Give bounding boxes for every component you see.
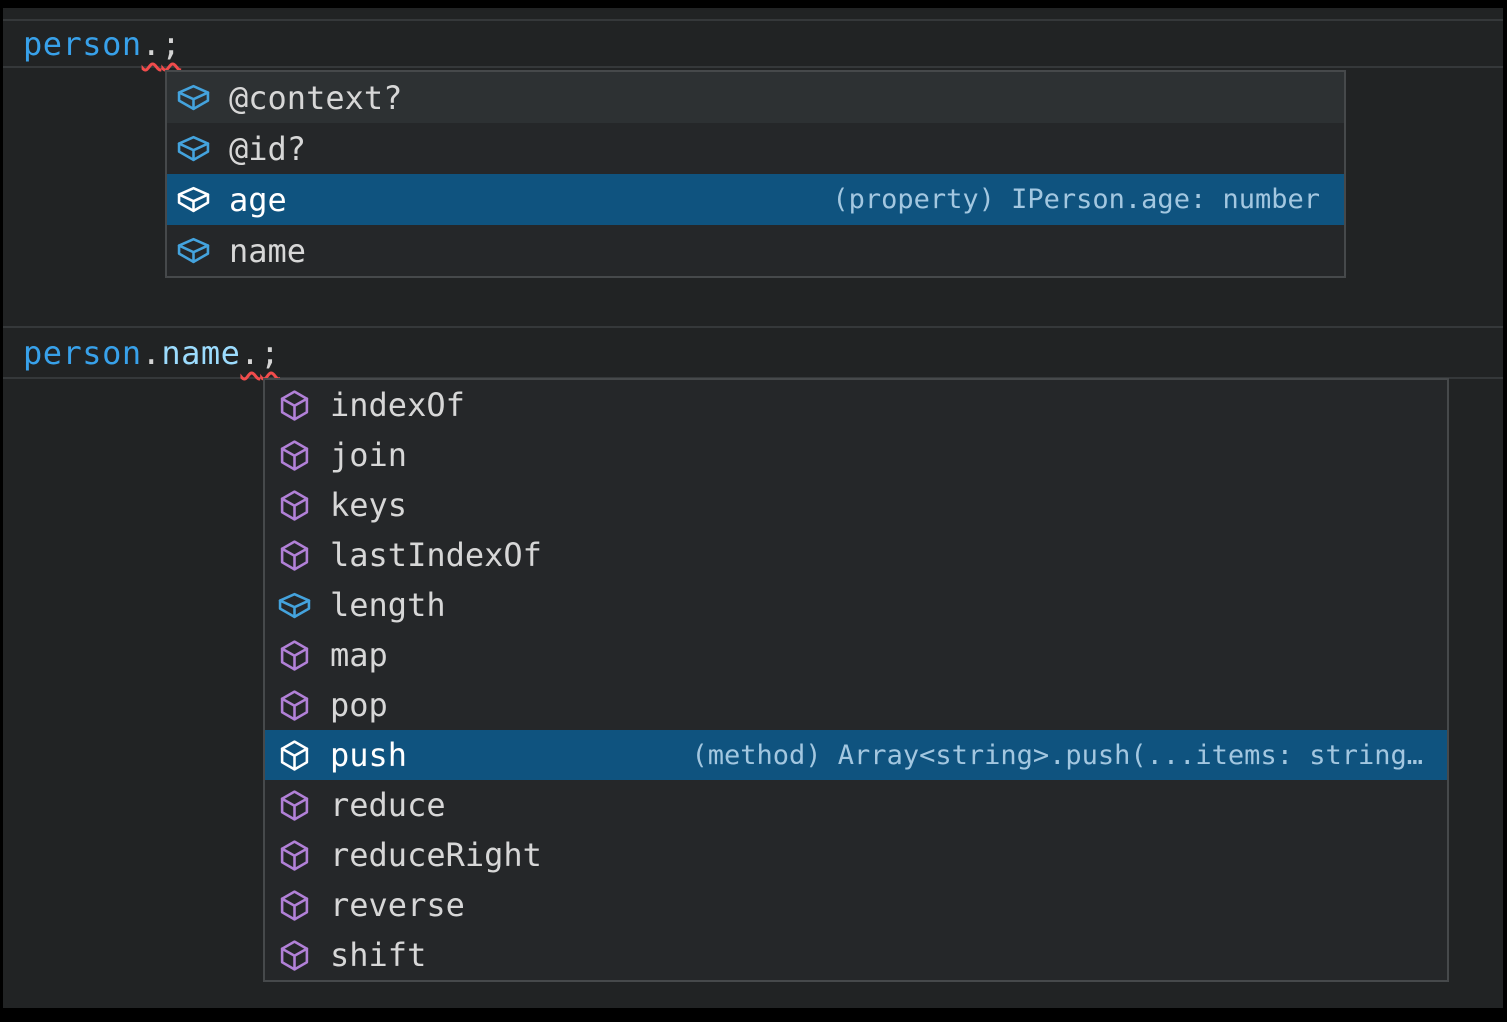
suggestion-item[interactable]: indexOf: [265, 380, 1447, 430]
suggestion-label: @context?: [229, 78, 403, 117]
symbol-field-icon: [177, 234, 210, 267]
suggestion-item[interactable]: keys: [265, 480, 1447, 530]
symbol-method-icon: [278, 689, 311, 722]
suggestion-item[interactable]: lastIndexOf: [265, 530, 1447, 580]
symbol-method-icon: [278, 389, 311, 422]
symbol-method-icon: [278, 939, 311, 972]
code-line-1[interactable]: person.;: [23, 21, 181, 66]
suggestion-item[interactable]: shift: [265, 930, 1447, 980]
suggestion-item[interactable]: push (method) Array<string>.push(...items…: [265, 730, 1447, 780]
code-token: .: [141, 333, 162, 372]
code-line-2[interactable]: person.name.;: [23, 328, 280, 377]
suggestion-label: @id?: [229, 129, 307, 168]
suggestion-item[interactable]: name: [167, 225, 1344, 276]
suggestion-label: join: [330, 436, 408, 474]
suggestion-label: lastIndexOf: [330, 536, 542, 574]
symbol-method-icon: [278, 539, 311, 572]
suggestion-item[interactable]: map: [265, 630, 1447, 680]
suggestion-label: shift: [330, 936, 427, 974]
symbol-method-icon: [278, 789, 311, 822]
suggestion-detail: (property) IPerson.age: number: [832, 184, 1320, 215]
code-token: .: [141, 24, 162, 63]
suggestion-label: indexOf: [330, 386, 465, 424]
suggestion-label: keys: [330, 486, 408, 524]
suggestion-label: pop: [330, 686, 388, 724]
suggest-widget-1: @context? @id? age (property) IPerson.age: …: [165, 70, 1346, 278]
suggestion-item[interactable]: @context?: [167, 72, 1344, 123]
suggestion-item[interactable]: join: [265, 430, 1447, 480]
suggestion-item[interactable]: reverse: [265, 880, 1447, 930]
suggestion-label: reduce: [330, 786, 446, 824]
symbol-method-icon: [278, 839, 311, 872]
suggestion-item[interactable]: reduce: [265, 780, 1447, 830]
suggestion-detail: (method) Array<string>.push(...items: st…: [691, 739, 1424, 771]
code-token: person: [23, 24, 142, 63]
symbol-method-icon: [278, 489, 311, 522]
suggestion-label: reduceRight: [330, 836, 542, 874]
symbol-method-icon: [278, 889, 311, 922]
suggest-widget-2: indexOf join keys lastIndexOf length map pop pu…: [263, 378, 1449, 982]
suggestion-label: length: [330, 586, 446, 624]
current-line-highlight: [3, 19, 1503, 68]
suggestion-item[interactable]: length: [265, 580, 1447, 630]
suggestion-label: map: [330, 636, 388, 674]
suggestion-item[interactable]: reduceRight: [265, 830, 1447, 880]
symbol-method-icon: [278, 439, 311, 472]
symbol-method-icon: [278, 639, 311, 672]
code-token: person: [23, 333, 142, 372]
code-token: name: [161, 333, 241, 372]
suggestion-item[interactable]: pop: [265, 680, 1447, 730]
symbol-method-icon: [278, 739, 311, 772]
symbol-field-icon: [177, 132, 210, 165]
symbol-field-icon: [177, 81, 210, 114]
code-token: ;: [260, 333, 280, 372]
suggestion-label: name: [229, 231, 307, 270]
suggestion-label: reverse: [330, 886, 465, 924]
suggestion-item[interactable]: age (property) IPerson.age: number: [167, 174, 1344, 225]
symbol-field-icon: [278, 589, 311, 622]
suggestion-label: push: [330, 736, 408, 774]
code-token: ;: [161, 24, 182, 63]
suggestion-item[interactable]: @id?: [167, 123, 1344, 174]
suggestion-label: age: [229, 180, 287, 219]
code-token: .: [240, 333, 261, 372]
symbol-field-icon: [177, 183, 210, 216]
